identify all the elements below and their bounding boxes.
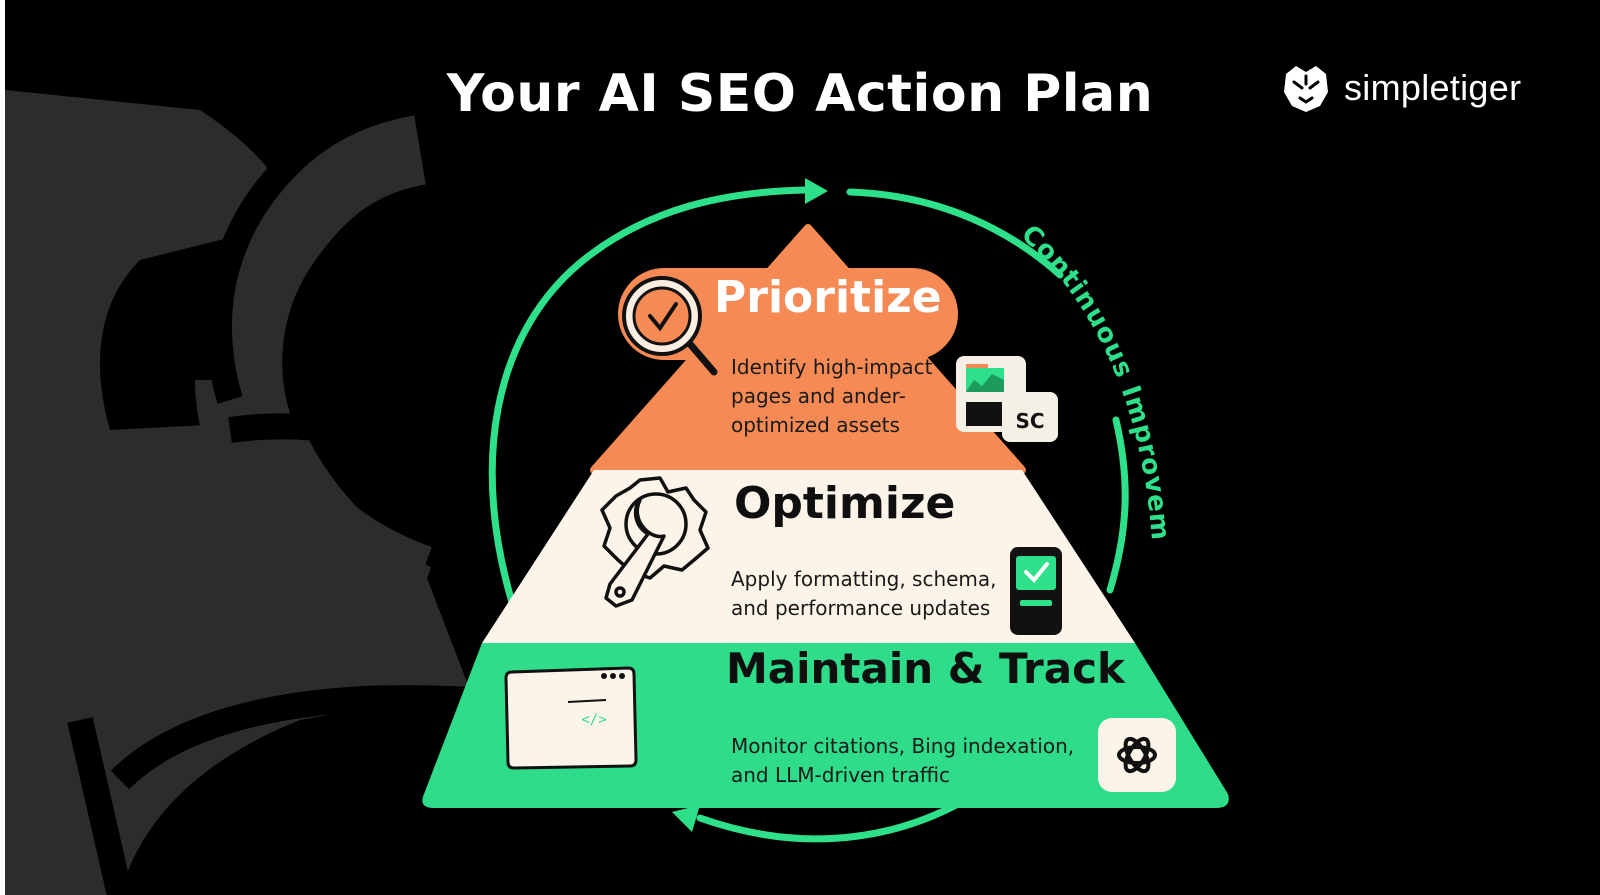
code-brackets-glyph: </>: [581, 712, 606, 728]
analytics-dashboard-icon: SC: [956, 356, 1058, 442]
optimize-heading: Optimize: [734, 478, 956, 529]
openai-logo-icon: [1098, 718, 1176, 792]
optimize-description: Apply formatting, schema, and performanc…: [731, 567, 997, 620]
left-edge-strip: [0, 0, 5, 895]
maintain-description: Monitor citations, Bing indexation, and …: [731, 734, 1075, 787]
cycle-arrow-bottom-icon: [672, 805, 700, 832]
tiger-head-icon: [1284, 66, 1328, 112]
cycle-arrowheads: [672, 178, 828, 832]
browser-code-icon: </>: [504, 666, 638, 770]
prioritize-heading: Prioritize: [714, 272, 942, 323]
phone-check-icon: [1010, 547, 1062, 635]
page-title: Your AI SEO Action Plan: [446, 64, 1154, 124]
sc-badge-label: SC: [1015, 409, 1044, 433]
maintain-heading: Maintain & Track: [726, 644, 1125, 693]
prioritize-description: Identify high-impact pages and ander-opt…: [731, 355, 933, 437]
gear-wrench-icon: [600, 476, 710, 608]
continuous-improvement-cycle: [488, 186, 1129, 843]
brand-name: simpletiger: [1344, 67, 1522, 108]
brand-logo: simpletiger: [1280, 62, 1521, 114]
cycle-arrow-top-icon: [805, 178, 828, 204]
magnifier-check-icon: [622, 276, 718, 376]
background-lines: [67, 119, 476, 895]
prioritize-heading-pill: [618, 268, 958, 360]
